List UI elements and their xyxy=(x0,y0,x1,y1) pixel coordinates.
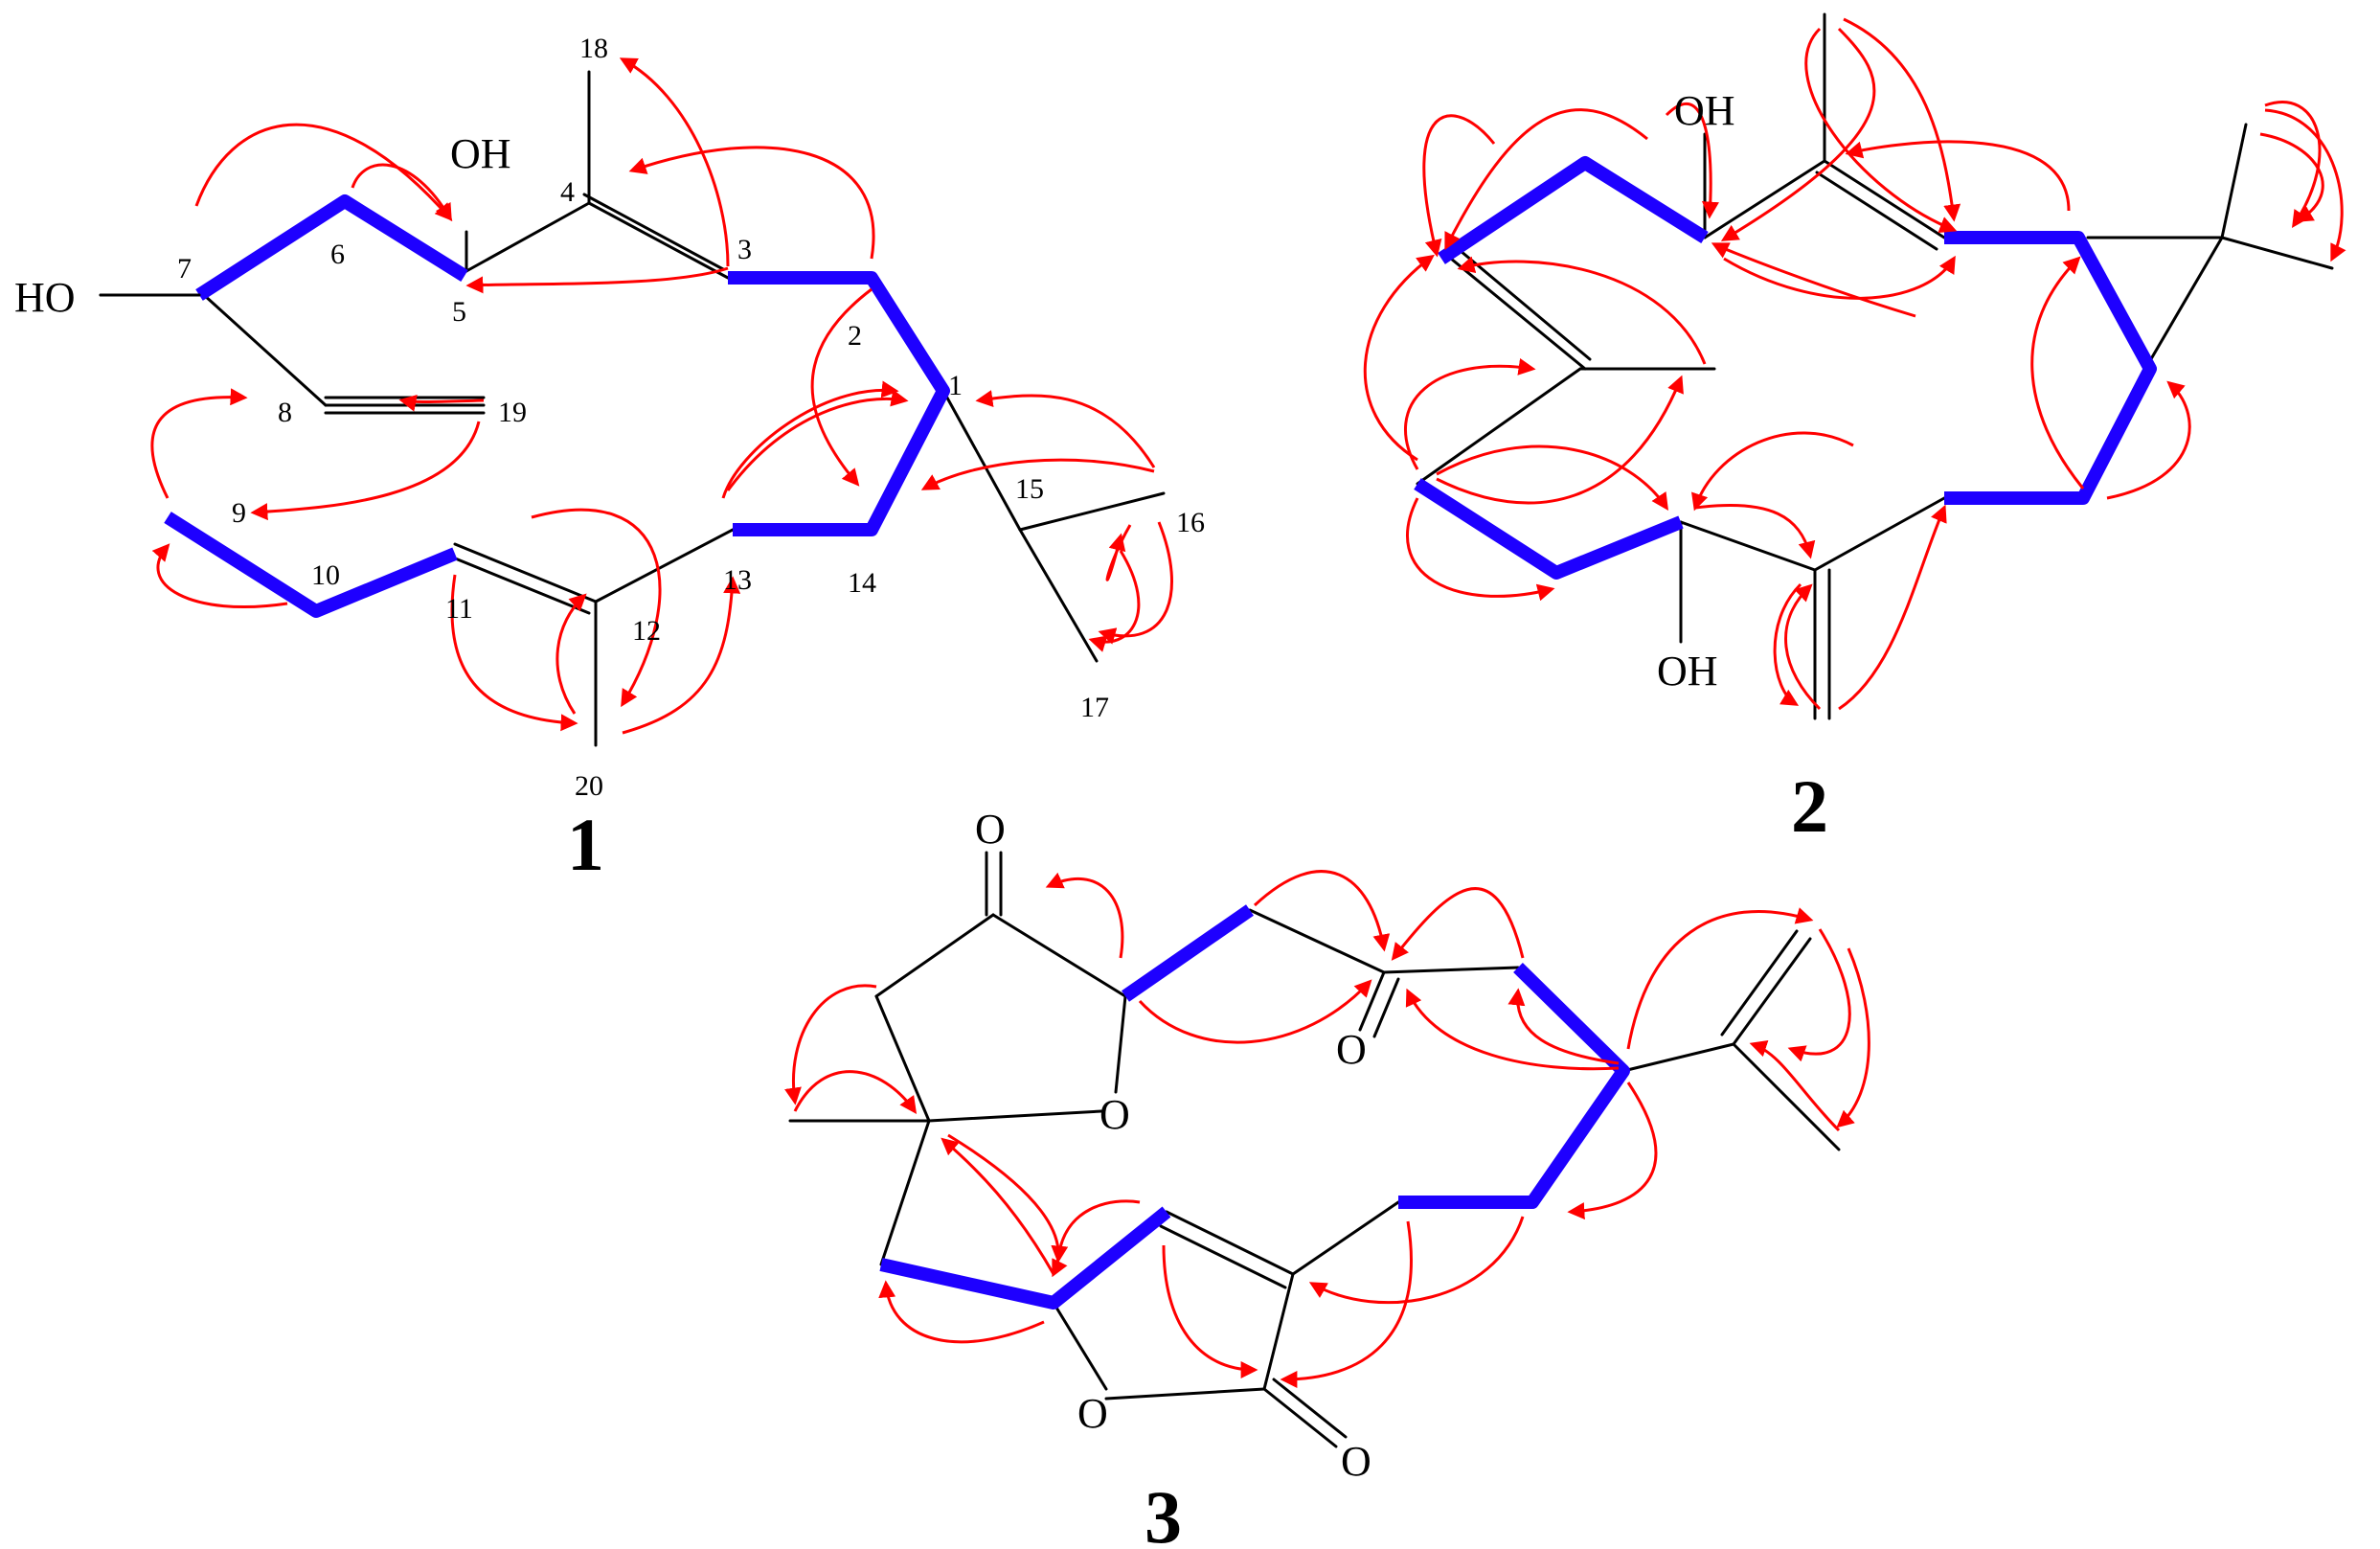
compound-3-skeleton xyxy=(788,851,1841,1448)
compound-2-oh-top-label: OH xyxy=(1674,87,1735,134)
compound-1-carbon-numbers: 1 2 3 4 5 6 7 8 9 10 11 12 13 14 15 16 1… xyxy=(177,33,1205,802)
c19-number: 19 xyxy=(498,397,527,428)
compound-2-skeleton xyxy=(1416,12,2334,720)
c5-number: 5 xyxy=(452,296,466,328)
compound-3-o-ketone: O xyxy=(975,806,1006,853)
compound-2-oh-bottom-label: OH xyxy=(1657,648,1718,695)
compound-3-o-lactone-ring: O xyxy=(1077,1390,1108,1437)
compound-3-o-ester: O xyxy=(1336,1026,1367,1073)
c14-number: 14 xyxy=(848,567,876,599)
compound-1-cosy-chain-3 xyxy=(164,512,458,618)
compound-3-cosy-chain xyxy=(1122,904,1254,1002)
compound-3-cosy-chain-2 xyxy=(1398,963,1630,1209)
compound-1-id: 1 xyxy=(567,803,604,886)
compound-1-ho-label: HO xyxy=(14,274,76,321)
compound-2-cosy-chain-3 xyxy=(1414,478,1684,580)
c4-number: 4 xyxy=(560,176,575,208)
compound-3-o-ring: O xyxy=(1099,1091,1130,1138)
compound-1-hmbc-arrows xyxy=(150,57,1173,735)
c13-number: 13 xyxy=(723,564,752,596)
c1-number: 1 xyxy=(948,370,963,401)
compound-3-o-lactone-carbonyl: O xyxy=(1341,1438,1371,1485)
c18-number: 18 xyxy=(579,33,608,64)
c8-number: 8 xyxy=(278,397,292,428)
c20-number: 20 xyxy=(575,770,603,802)
c10-number: 10 xyxy=(311,559,340,591)
compound-2: OH OH 2 xyxy=(1363,12,2346,848)
compound-1-oh-label: OH xyxy=(450,130,511,177)
c3-number: 3 xyxy=(737,234,752,265)
c2-number: 2 xyxy=(848,320,862,352)
compound-2-cosy-chain xyxy=(1438,156,1709,264)
c9-number: 9 xyxy=(232,497,246,529)
c17-number: 17 xyxy=(1080,692,1109,723)
compound-3-cosy-chain-3 xyxy=(879,1206,1171,1310)
c15-number: 15 xyxy=(1015,473,1044,505)
c7-number: 7 xyxy=(177,253,192,285)
c11-number: 11 xyxy=(445,593,473,625)
c6-number: 6 xyxy=(330,239,345,270)
compound-1-cosy-chain xyxy=(195,194,468,301)
compound-1-cosy-chain-2 xyxy=(728,271,950,536)
compound-3-hmbc-arrows xyxy=(784,870,1870,1388)
compound-3: O O O O O 3 xyxy=(784,806,1870,1549)
compound-1-skeleton xyxy=(99,70,1166,747)
c16-number: 16 xyxy=(1176,507,1205,538)
c12-number: 12 xyxy=(632,615,661,647)
compound-2-id: 2 xyxy=(1791,764,1828,848)
compound-3-id: 3 xyxy=(1145,1475,1182,1549)
compound-1: OH HO 1 2 3 4 5 6 7 8 9 10 11 12 13 14 1… xyxy=(14,33,1205,886)
compound-2-hmbc-arrows xyxy=(1363,17,2346,711)
compound-2-cosy-chain-2 xyxy=(1944,231,2157,505)
